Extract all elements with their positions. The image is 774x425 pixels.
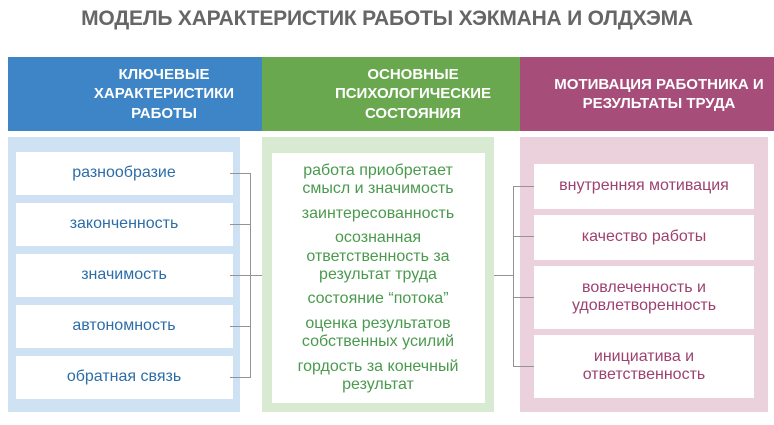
- connector-stub-left-3: [230, 275, 250, 276]
- connector-stub-right-1: [513, 186, 534, 187]
- list-item: гордость за конечный результат: [297, 357, 459, 393]
- connector-stub-left-4: [230, 326, 250, 327]
- connector-middle-to-right: [494, 275, 513, 276]
- connector-stub-right-3: [513, 297, 534, 298]
- connector-left-to-middle: [250, 275, 262, 276]
- list-item: состояние “потока”: [307, 290, 449, 308]
- diagram-title: МОДЕЛЬ ХАРАКТЕРИСТИК РАБОТЫ ХЭКМАНА И ОЛ…: [81, 7, 693, 30]
- list-item: вовлеченность и удовлетворенность: [534, 266, 754, 329]
- column-body-key-characteristics: разнообразие законченность значимость автон…: [8, 137, 240, 412]
- list-item: автономность: [15, 305, 233, 348]
- connector-stub-left-5: [230, 377, 250, 378]
- list-item: законченность: [15, 203, 233, 246]
- column-body-motivation-results: внутренняя мотивация качество работы вовле…: [520, 137, 768, 412]
- list-item: разнообразие: [15, 152, 233, 195]
- column-motivation-results: МОТИВАЦИЯ РАБОТНИКА И РЕЗУЛЬТАТЫ ТРУДА в…: [520, 57, 774, 412]
- column-header-motivation-results: МОТИВАЦИЯ РАБОТНИКА И РЕЗУЛЬТАТЫ ТРУДА: [520, 57, 774, 131]
- states-panel: работа приобретает смысл и значимость заи…: [271, 153, 485, 404]
- column-key-characteristics: КЛЮЧЕВЫЕ ХАРАКТЕРИСТИКИ РАБОТЫ разнообра…: [8, 57, 320, 412]
- connector-bus-right: [513, 186, 514, 367]
- column-body-psychological-states: работа приобретает смысл и значимость заи…: [262, 137, 494, 412]
- list-item: качество работы: [534, 215, 754, 260]
- list-item: оценка результатов собственных усилий: [301, 314, 455, 351]
- connector-stub-right-4: [513, 366, 534, 367]
- list-item: значимость: [15, 254, 233, 297]
- column-header-psychological-states: ОСНОВНЫЕ ПСИХОЛОГИЧЕСКИЕ СОСТОЯНИЯ: [262, 57, 564, 131]
- list-item: обратная связь: [15, 356, 233, 399]
- connector-stub-left-1: [230, 173, 250, 174]
- list-item: внутренняя мотивация: [534, 164, 754, 209]
- connector-stub-left-2: [230, 224, 250, 225]
- connector-stub-right-2: [513, 236, 534, 237]
- column-psychological-states: ОСНОВНЫЕ ПСИХОЛОГИЧЕСКИЕ СОСТОЯНИЯ работ…: [262, 57, 564, 412]
- list-item: инициатива и ответственность: [534, 334, 754, 398]
- list-item: работа приобретает смысл и значимость: [302, 162, 454, 198]
- list-item: заинтересованность: [301, 204, 455, 222]
- list-item: осознанная ответственность за результат …: [306, 229, 450, 283]
